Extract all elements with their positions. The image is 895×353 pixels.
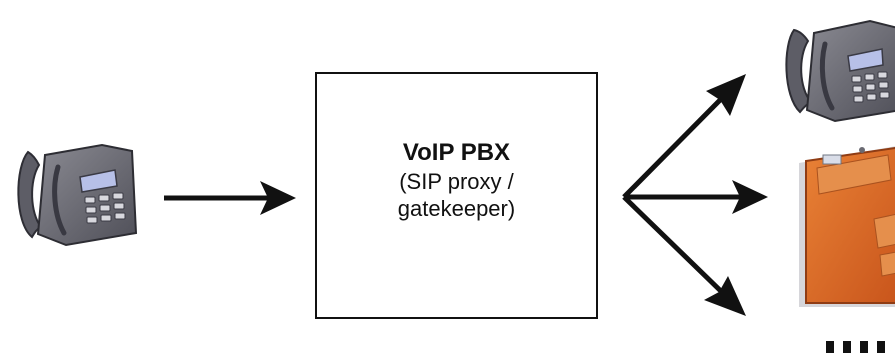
voip-pbx-node: VoIP PBX (SIP proxy / gatekeeper) (315, 72, 598, 319)
partially-visible-destination-icon (826, 341, 885, 353)
caller-phone-icon (17, 143, 138, 247)
caller-to-pbx-arrow (164, 181, 296, 215)
voip-pbx-subtitle: (SIP proxy / gatekeeper) (397, 169, 516, 221)
voip-pbx-label: VoIP PBX (SIP proxy / gatekeeper) (317, 138, 596, 222)
pbx-to-pbx-device-arrow (624, 180, 768, 214)
destination-phone-icon (785, 19, 895, 123)
voip-pbx-title: VoIP PBX (402, 139, 511, 166)
pbx-to-lower-destination-arrow (622, 195, 746, 316)
pbx-to-destination-phone-arrow (622, 74, 746, 199)
telephone-exchange-unit-icon (799, 146, 895, 307)
